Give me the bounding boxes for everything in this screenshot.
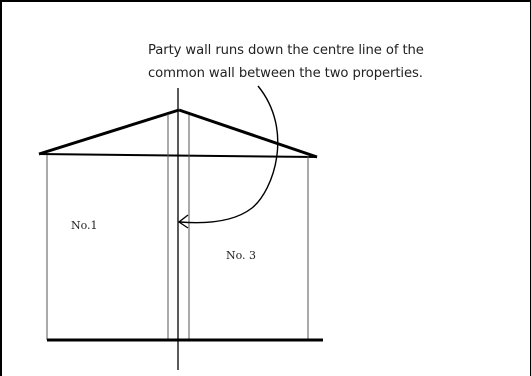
caption-line-2: common wall between the two properties. [148, 66, 423, 81]
arrow-head [177, 214, 189, 229]
property-label-no1: No.1 [71, 219, 98, 232]
caption-line-1: Party wall runs down the centre line of … [148, 43, 424, 58]
property-label-no3: No. 3 [226, 249, 257, 262]
pointer-arrow [179, 85, 279, 224]
roof-left-slope [38, 108, 180, 156]
roof-right-slope [178, 108, 318, 159]
